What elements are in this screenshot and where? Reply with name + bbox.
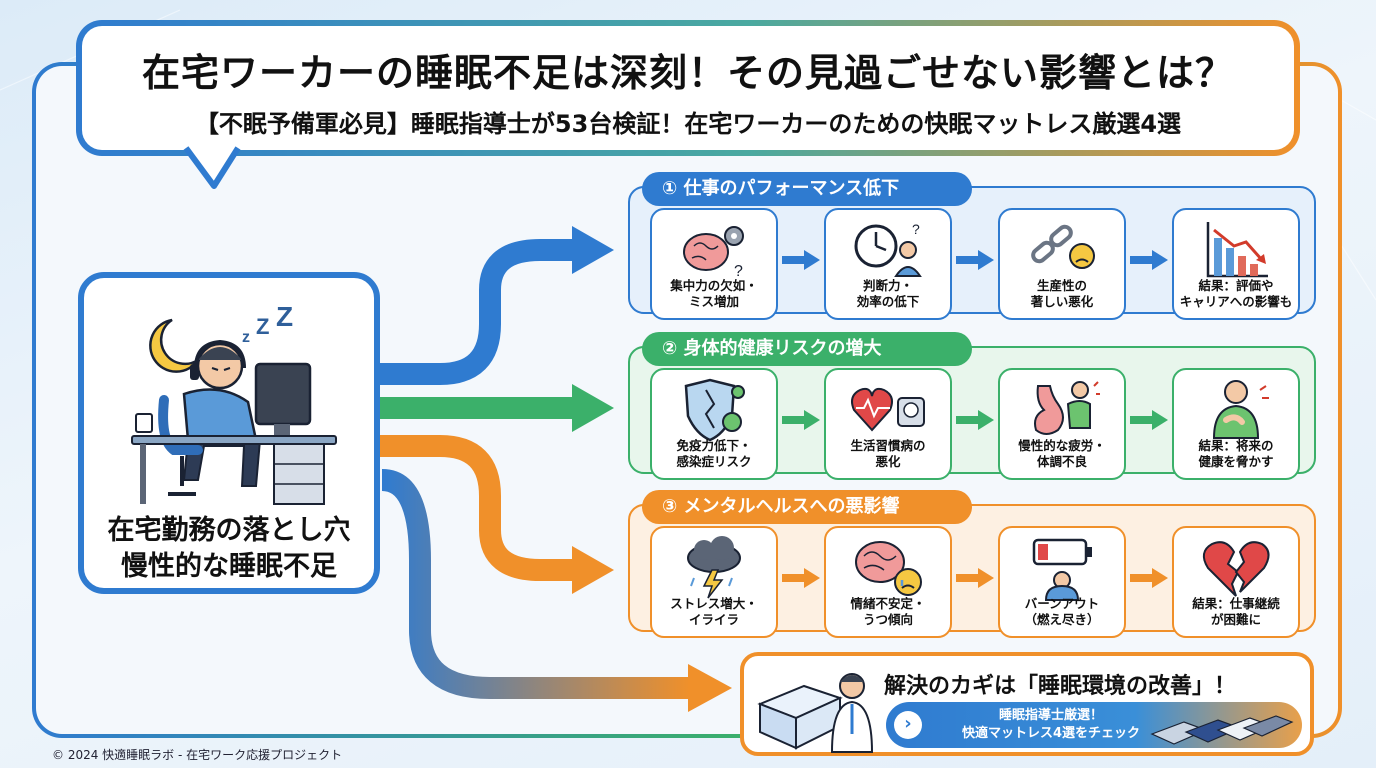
brain-gear-icon: ? — [683, 226, 744, 280]
bubble-tail — [183, 146, 241, 189]
copyright-footer: © 2024 快適睡眠ラボ - 在宅ワーク応援プロジェクト — [52, 748, 343, 762]
svg-text:Z: Z — [256, 314, 269, 339]
title-bubble: 在宅ワーカーの睡眠不足は深刻！その見過ごせない影響とは？ 【不眠予備軍必見】睡眠… — [76, 20, 1300, 156]
card-future-health: 結果：将来の 健康を脅かす — [1172, 368, 1300, 480]
mattress-cta-button[interactable]: › 睡眠指導士厳選！ 快適マットレス4選をチェック — [886, 702, 1302, 748]
clock-confused-person-icon: ? — [854, 221, 922, 277]
broken-chain-icon — [1031, 224, 1095, 269]
card-text: 慢性的な疲労・ 体調不良 — [1018, 438, 1106, 469]
card-lifestyle-disease: 生活習慣病の 悪化 — [824, 368, 952, 480]
solution-title: 解決のカギは「睡眠環境の改善」！ — [884, 674, 1237, 699]
cta-label: 睡眠指導士厳選！ 快適マットレス4選をチェック — [961, 708, 1141, 741]
card-concentration: ? 集中力の欠如・ ミス増加 — [650, 208, 778, 320]
empty-battery-icon — [1032, 538, 1092, 601]
card-text: 生活習慣病の 悪化 — [850, 438, 926, 469]
card-text: 情緒不安定・ うつ傾向 — [850, 596, 926, 627]
card-fatigue: 慢性的な疲労・ 体調不良 — [998, 368, 1126, 480]
section-health-label: ② 身体的健康リスクの増大 — [642, 332, 972, 366]
card-job-continuation: 結果：仕事継続 が困難に — [1172, 526, 1300, 638]
svg-text:Z: Z — [276, 301, 293, 332]
card-stress: ストレス増大・ イライラ — [650, 526, 778, 638]
cracked-shield-virus-icon — [684, 378, 745, 442]
page-subtitle: 【不眠予備軍必見】睡眠指導士が53台検証！在宅ワーカーのための快眠マットレス厳選… — [194, 110, 1182, 138]
stomach-back-pain-icon — [1034, 381, 1100, 435]
storm-cloud-icon — [687, 536, 741, 599]
mattress-stack-icon — [1150, 715, 1294, 745]
heart-scale-icon — [851, 387, 925, 432]
card-immunity: 免疫力低下・ 感染症リスク — [650, 368, 778, 480]
zzz-icon: z — [242, 329, 250, 346]
section-mental-label: ③ メンタルヘルスへの悪影響 — [642, 490, 972, 524]
card-judgment: ? 判断力・ 効率の低下 — [824, 208, 952, 320]
arrow-to-solution — [380, 469, 690, 699]
tired-worker-illustration: z Z Z — [131, 301, 337, 505]
page-title: 在宅ワーカーの睡眠不足は深刻！その見過ごせない影響とは？ — [141, 51, 1234, 95]
card-text: ストレス増大・ イライラ — [670, 596, 758, 627]
declining-chart-icon — [1206, 222, 1268, 278]
card-text: 判断力・ 効率の低下 — [856, 278, 920, 309]
card-productivity: 生産性の 著しい悪化 — [998, 208, 1126, 320]
card-text: 免疫力低下・ 感染症リスク — [676, 438, 752, 469]
card-burnout: バーンアウト （燃え尽き） — [998, 526, 1126, 638]
chest-pain-person-icon — [1212, 380, 1269, 439]
arrow-to-performance — [380, 239, 574, 385]
arrow-to-mental — [380, 435, 574, 581]
broken-heart-icon — [1202, 541, 1270, 597]
mattress-doctor-illustration — [757, 673, 874, 753]
card-text: 集中力の欠如・ ミス増加 — [670, 278, 758, 309]
cause-panel: z Z Z 在宅勤務の落とし穴 慢性的な睡眠不足 — [78, 272, 380, 594]
svg-text:?: ? — [912, 221, 920, 237]
svg-text:?: ? — [734, 263, 743, 280]
card-text: 結果：仕事継続 が困難に — [1192, 596, 1280, 627]
card-emotional: 情緒不安定・ うつ傾向 — [824, 526, 952, 638]
brain-sad-face-icon — [855, 541, 922, 596]
cause-caption-line1: 在宅勤務の落とし穴 — [107, 515, 351, 546]
card-career: 結果：評価や キャリアへの影響も — [1172, 208, 1300, 320]
solution-box: 解決のカギは「睡眠環境の改善」！ › 睡眠指導士厳選！ 快適マットレス4選をチェ… — [740, 652, 1314, 756]
card-text: バーンアウト （燃え尽き） — [1024, 596, 1100, 627]
section-performance-label: ① 仕事のパフォーマンス低下 — [642, 172, 972, 206]
card-text: 結果：評価や キャリアへの影響も — [1179, 278, 1293, 309]
chevron-right-icon[interactable]: › — [894, 711, 922, 739]
card-text: 結果：将来の 健康を脅かす — [1198, 438, 1274, 469]
card-text: 生産性の 著しい悪化 — [1030, 278, 1094, 309]
cause-caption-line2: 慢性的な睡眠不足 — [121, 551, 337, 582]
